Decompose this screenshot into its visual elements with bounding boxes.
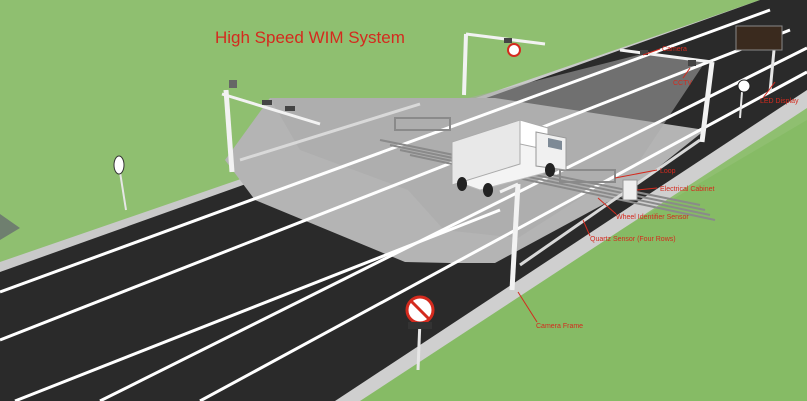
camera-frame-pole	[499, 182, 521, 291]
diagram-title: High Speed WIM System	[215, 28, 405, 47]
guardrail-right	[519, 138, 701, 267]
camera-frame-right-pole	[619, 48, 715, 143]
label-cctv: CCTV	[673, 80, 692, 87]
annotation-leaders	[517, 48, 776, 323]
roadside-block	[0, 214, 20, 240]
label-wheel-sensor: Wheel Identifier Sensor	[616, 214, 689, 221]
cabinet-icon	[622, 179, 638, 201]
truck-icon	[451, 119, 567, 197]
label-quartz-sensor: Quartz Sensor (Four Rows)	[590, 236, 676, 243]
cctv-pole-icon	[462, 32, 546, 96]
guardrail-left	[239, 102, 421, 162]
led-sign-icon	[735, 25, 783, 93]
roadside-sign-right	[737, 79, 751, 119]
loop-left	[394, 117, 451, 131]
label-loop: Loop	[660, 168, 676, 175]
label-electrical-cabinet: Electrical Cabinet	[660, 186, 715, 193]
loop-right	[559, 169, 616, 183]
roadside-sign-left	[113, 155, 127, 211]
no-overtaking-sign-icon	[405, 295, 435, 371]
lane-markings	[0, 8, 807, 401]
label-camera: Camera	[662, 46, 687, 53]
label-camera-frame: Camera Frame	[536, 323, 583, 330]
camera-pole-icon	[221, 80, 321, 173]
label-led-display: LED Display	[760, 98, 799, 105]
